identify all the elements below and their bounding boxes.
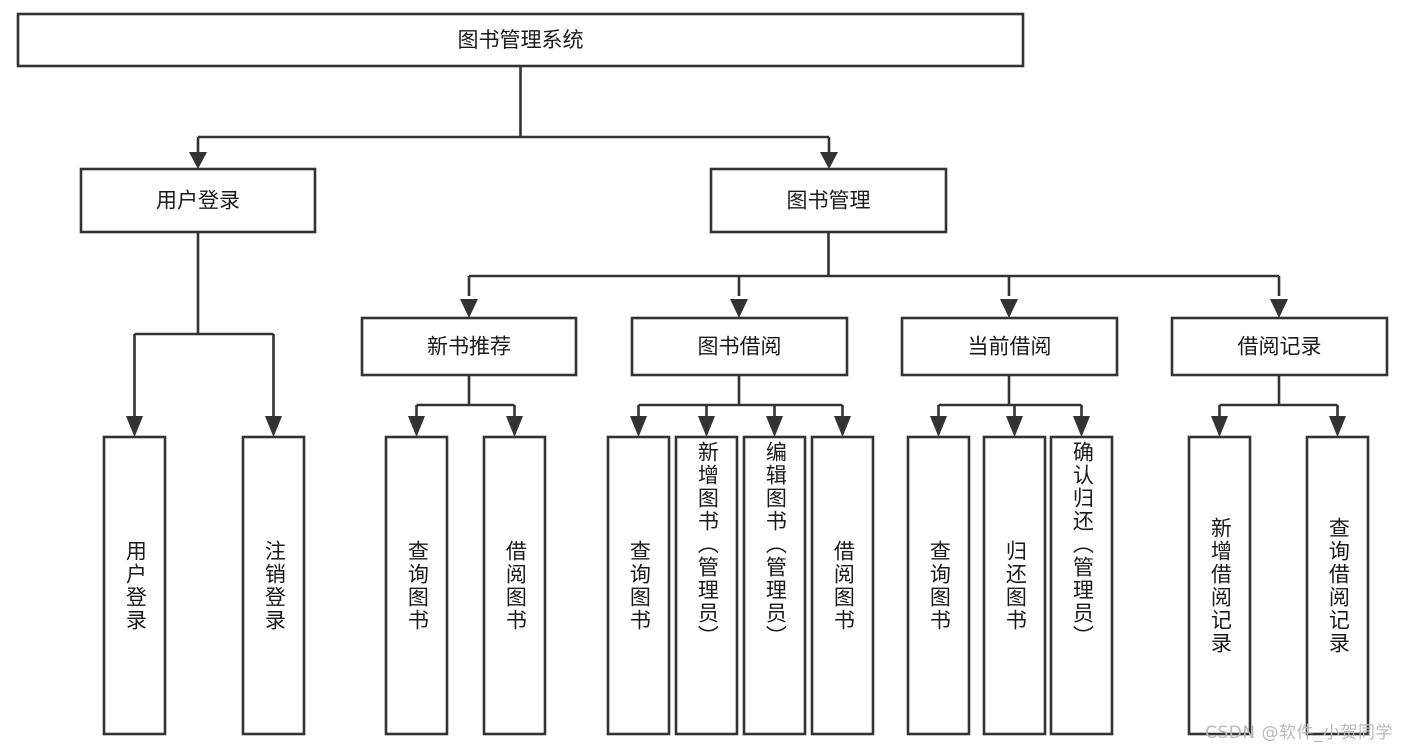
arrowhead-leaf-4 [506, 416, 523, 437]
leaf-rect-query-record[interactable] [1305, 435, 1370, 736]
leaf-label-user-login: 用户登录 [123, 539, 148, 632]
arrowhead-leaf-7 [766, 416, 783, 437]
leaf-rect-add-book[interactable] [674, 435, 739, 736]
node-user-login[interactable]: 用户登录 [79, 167, 317, 234]
node-book-management[interactable]: 图书管理 [709, 167, 948, 234]
node-current-borrow[interactable]: 当前借阅 [900, 316, 1119, 377]
leaf-label-edit-book: 编辑图书（管理员） [763, 441, 788, 648]
arrowhead-to-record [1270, 299, 1288, 318]
arrowhead-leaf-13 [1329, 416, 1346, 437]
leaf-rect-layer [102, 435, 1370, 736]
node-root-label: 图书管理系统 [458, 28, 584, 52]
node-borrow-record-label: 借阅记录 [1238, 335, 1322, 359]
leaf-label-query-book-2: 查询图书 [627, 539, 652, 632]
edge-current-borrow-bus [937, 375, 1083, 418]
leaf-label-borrow-book-2: 借阅图书 [831, 539, 856, 632]
leaf-rect-borrow-book-2[interactable] [810, 435, 875, 736]
arrowhead-leaf-8 [834, 416, 851, 437]
node-root[interactable]: 图书管理系统 [16, 12, 1025, 68]
arrowhead-to-borrow [730, 299, 748, 318]
arrowhead-to-current [1000, 299, 1018, 318]
leaf-rect-logout[interactable] [241, 435, 306, 736]
node-book-borrow-label: 图书借阅 [698, 335, 782, 359]
arrowhead-layer [126, 152, 1346, 437]
arrowhead-leaf-3 [408, 416, 425, 437]
leaf-rect-confirm-return[interactable] [1049, 435, 1114, 736]
leaf-rect-query-book-1[interactable] [384, 435, 449, 736]
node-borrow-record[interactable]: 借阅记录 [1170, 316, 1389, 377]
node-user-login-label: 用户登录 [156, 189, 240, 213]
node-new-book-recommend-label: 新书推荐 [427, 335, 511, 359]
arrowhead-leaf-2 [265, 416, 282, 437]
leaf-label-confirm-return: 确认归还（管理员） [1070, 441, 1095, 648]
edge-book-mgmt-bus [467, 232, 1281, 296]
leaf-rect-query-book-3[interactable] [906, 435, 971, 736]
leaf-rect-edit-book[interactable] [742, 435, 807, 736]
edge-borrow-record-bus [1218, 375, 1339, 418]
node-current-borrow-label: 当前借阅 [968, 335, 1052, 359]
connector-layer [133, 66, 1339, 418]
leaf-label-add-book: 新增图书（管理员） [695, 441, 720, 648]
leaf-label-logout: 注销登录 [262, 539, 287, 632]
watermark: CSDN @软件_小贺同学 [1205, 723, 1393, 743]
arrowhead-leaf-1 [126, 416, 143, 437]
leaf-rect-user-login[interactable] [102, 435, 167, 736]
leaf-rect-borrow-book-1[interactable] [482, 435, 547, 736]
node-book-management-label: 图书管理 [787, 189, 871, 213]
node-book-borrow[interactable]: 图书借阅 [630, 316, 849, 377]
leaf-label-borrow-book-1: 借阅图书 [503, 539, 528, 632]
arrowhead-to-book-mgmt [820, 152, 838, 169]
edge-borrow-bus [637, 375, 844, 418]
leaf-label-query-book-1: 查询图书 [405, 539, 430, 632]
arrowhead-leaf-9 [930, 416, 947, 437]
edge-new-book-bus [415, 375, 516, 418]
leaf-label-add-record: 新增借阅记录 [1208, 516, 1233, 655]
leaf-label-query-record: 查询借阅记录 [1326, 516, 1351, 655]
edge-root-bus [196, 66, 831, 156]
arrowhead-leaf-5 [630, 416, 647, 437]
leaf-rect-return-book[interactable] [982, 435, 1047, 736]
edge-user-login-bus [133, 232, 275, 418]
node-new-book-recommend[interactable]: 新书推荐 [360, 316, 578, 377]
arrowhead-leaf-11 [1073, 416, 1090, 437]
arrowhead-to-user-login [189, 152, 207, 169]
leaf-rect-add-record[interactable] [1187, 435, 1252, 736]
leaf-label-return-book: 归还图书 [1003, 539, 1028, 632]
arrowhead-leaf-12 [1211, 416, 1228, 437]
arrowhead-to-new-book [460, 299, 478, 318]
arrowhead-leaf-6 [698, 416, 715, 437]
arrowhead-leaf-10 [1006, 416, 1023, 437]
leaf-rect-query-book-2[interactable] [606, 435, 671, 736]
leaf-label-query-book-3: 查询图书 [927, 539, 952, 632]
